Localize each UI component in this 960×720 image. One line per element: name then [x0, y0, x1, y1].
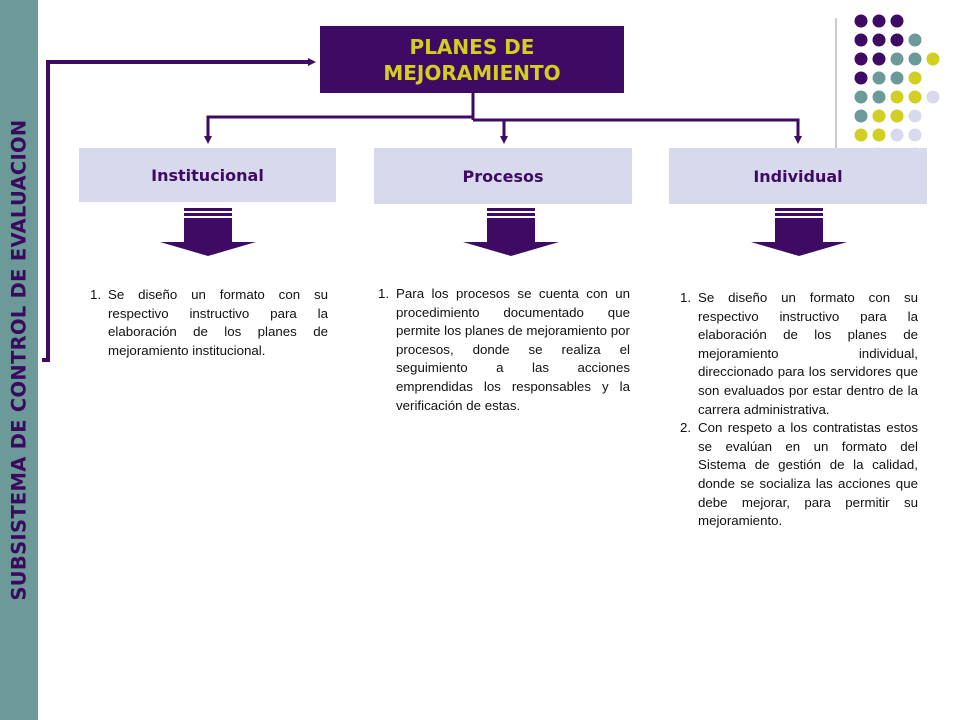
decorative-dot — [890, 128, 904, 142]
decorative-dot — [854, 52, 868, 66]
block-arrow-institucional — [160, 208, 256, 256]
list-item-number: 2. — [680, 420, 692, 436]
decorative-dot — [890, 52, 904, 66]
decorative-dot — [890, 14, 904, 28]
list-item: 1. Para los procesos se cuenta con un pr… — [378, 285, 630, 415]
decorative-dot — [872, 71, 886, 85]
decorative-dot — [872, 109, 886, 123]
decorative-dot — [890, 90, 904, 104]
decorative-dot — [890, 33, 904, 47]
decorative-dot — [854, 71, 868, 85]
decorative-dot — [854, 14, 868, 28]
individual-description-list: 1. Se diseño un formato con su respectiv… — [680, 289, 918, 531]
institucional-description-list: 1. Se diseño un formato con su respectiv… — [90, 286, 328, 360]
decorative-dot — [908, 128, 922, 142]
category-label-institucional: Institucional — [151, 165, 264, 185]
category-box-procesos: Procesos — [374, 148, 632, 204]
list-item-text: Con respeto a los contratistas estos se … — [698, 420, 918, 529]
list-item-number: 1. — [90, 287, 102, 302]
branch-institucional-connector — [204, 115, 473, 144]
decorative-dot — [890, 109, 904, 123]
list-item-number: 1. — [680, 290, 692, 305]
category-label-procesos: Procesos — [462, 166, 544, 186]
block-arrow-procesos — [463, 208, 559, 256]
category-label-individual: Individual — [753, 166, 843, 186]
procesos-description-list: 1. Para los procesos se cuenta con un pr… — [378, 285, 630, 415]
title-line-2: MEJORAMIENTO — [383, 60, 561, 85]
decorative-dot — [872, 33, 886, 47]
branch-procesos-connector — [473, 118, 508, 144]
decorative-dot — [854, 128, 868, 142]
sidebar-band: SUBSISTEMA DE CONTROL DE EVALUACION — [0, 0, 38, 720]
list-item-text: Se diseño un formato con su respectivo i… — [108, 287, 328, 358]
decorative-dot — [872, 128, 886, 142]
category-box-institucional: Institucional — [79, 148, 336, 202]
decorative-dot — [872, 14, 886, 28]
decorative-dot — [926, 90, 940, 104]
decorative-dot — [908, 71, 922, 85]
decorative-dot — [908, 90, 922, 104]
list-item-number: 1. — [378, 286, 390, 301]
decorative-dot — [872, 52, 886, 66]
branch-individual-connector — [504, 118, 802, 144]
block-arrow-individual — [751, 208, 847, 256]
list-item-text: Para los procesos se cuenta con un proce… — [396, 286, 630, 413]
decorative-dot — [926, 52, 940, 66]
sidebar-to-title-connector — [42, 58, 316, 362]
list-item: 1. Se diseño un formato con su respectiv… — [90, 286, 328, 360]
list-item: 1. Se diseño un formato con su respectiv… — [680, 289, 918, 419]
decorative-dot — [854, 109, 868, 123]
decorative-dot — [908, 33, 922, 47]
category-box-individual: Individual — [669, 148, 927, 204]
list-item: 2. Con respeto a los contratistas estos … — [680, 419, 918, 531]
list-item-text: Se diseño un formato con su respectivo i… — [698, 290, 918, 417]
decorative-dot — [872, 90, 886, 104]
decorative-dot — [908, 109, 922, 123]
decorative-dot — [908, 52, 922, 66]
title-line-1: PLANES DE — [409, 34, 535, 59]
decorative-dot — [854, 90, 868, 104]
decorative-dot — [890, 71, 904, 85]
decorative-dot — [854, 33, 868, 47]
title-box: PLANES DE MEJORAMIENTO — [320, 26, 624, 93]
